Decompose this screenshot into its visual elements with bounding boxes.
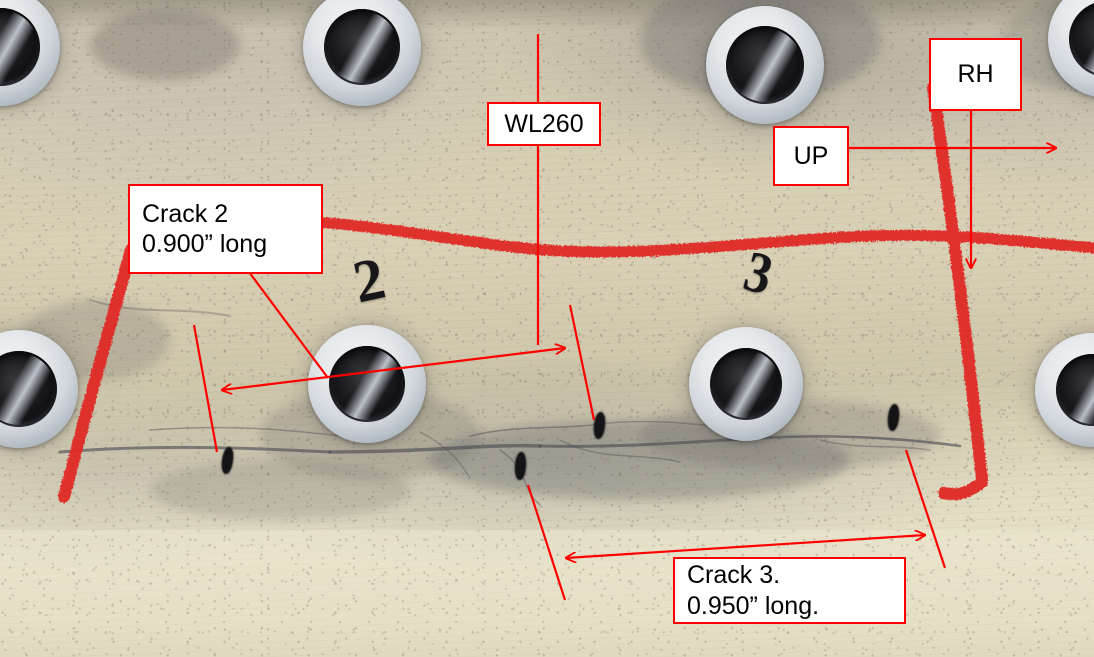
callout-rh[interactable]: RH xyxy=(929,38,1022,111)
callout-wl260[interactable]: WL260 xyxy=(487,102,601,146)
crack2-dimension-arrow xyxy=(222,348,565,390)
fastener-hole xyxy=(690,0,840,140)
callout-up[interactable]: UP xyxy=(773,126,849,186)
crack2-witness-right xyxy=(568,304,596,421)
crack3-witness-right xyxy=(904,449,947,569)
callout-crack-3-id: Crack 3. xyxy=(687,561,781,589)
surface-smear xyxy=(90,10,240,80)
callout-crack-2-length: 0.900” long xyxy=(142,230,268,258)
callout-crack-3[interactable]: Crack 3. 0.950” long. xyxy=(673,557,906,624)
callout-wl260-label: WL260 xyxy=(504,109,584,138)
callout-crack-3-length: 0.950” long. xyxy=(687,591,820,620)
surface-smear xyxy=(430,420,850,500)
crack2-leader xyxy=(245,267,329,379)
callout-crack-2-id: Crack 2 xyxy=(142,199,229,228)
marker-stroke-right xyxy=(927,82,988,486)
marker-stroke-horizontal xyxy=(310,216,1094,258)
callout-rh-label: RH xyxy=(957,60,994,89)
callout-crack-2[interactable]: Crack 2 0.900” long xyxy=(128,184,323,274)
fastener-hole xyxy=(289,0,435,120)
callout-up-label: UP xyxy=(793,141,829,170)
fastener-hole xyxy=(675,313,817,455)
crack2-witness-left xyxy=(192,324,219,453)
panel-top-edge-shadow xyxy=(0,0,1094,30)
surface-smear xyxy=(150,460,410,520)
crack3-dimension-arrow xyxy=(566,535,925,558)
fastener-hole xyxy=(1021,319,1094,461)
marker-stroke-right-hook xyxy=(938,476,988,501)
marker-stroke-left xyxy=(58,244,137,503)
crack3-witness-left xyxy=(526,484,567,601)
